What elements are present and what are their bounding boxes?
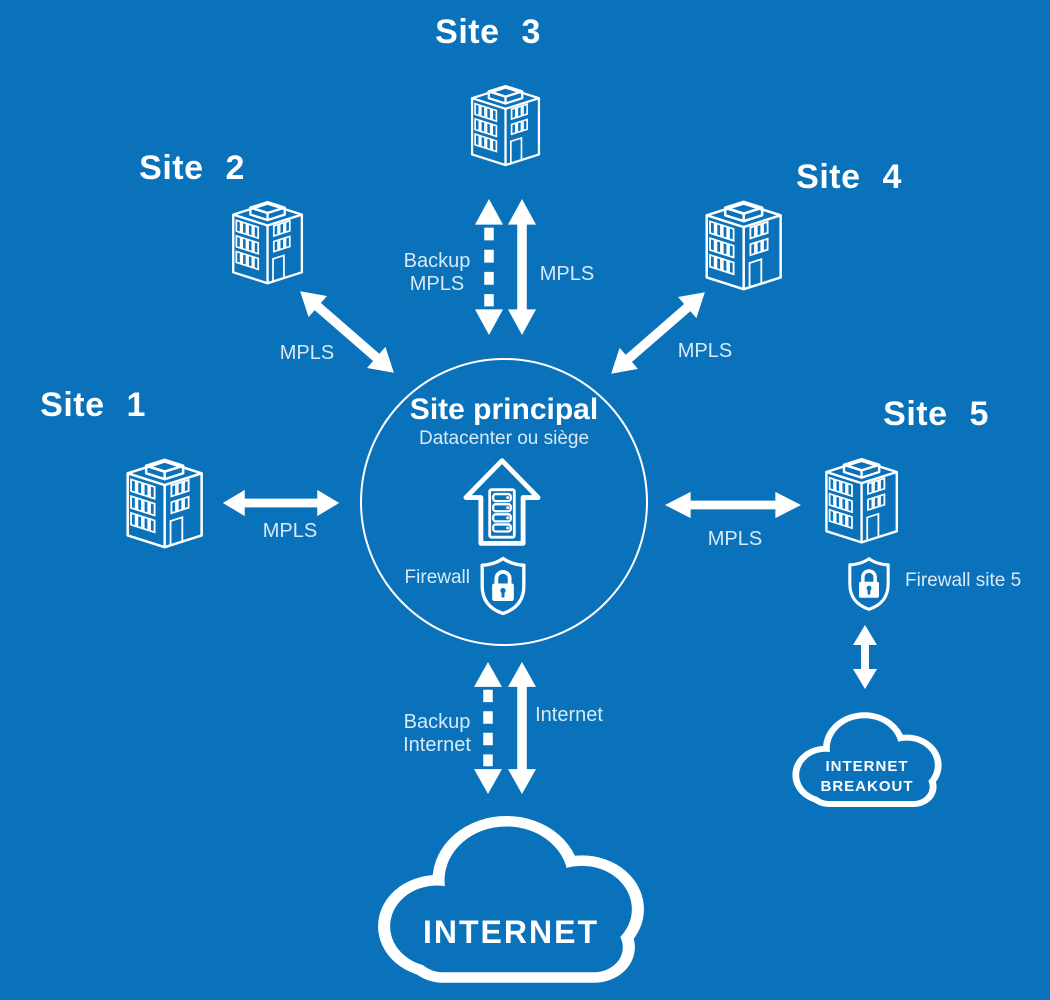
hub-subtitle: Datacenter ou siège bbox=[418, 428, 590, 449]
internet-arrow bbox=[507, 661, 537, 795]
backup-internet-label: Backup Internet bbox=[403, 711, 471, 756]
site2-title: Site 2 bbox=[139, 149, 245, 187]
hub-circle bbox=[360, 358, 648, 646]
internet-cloud-icon bbox=[378, 815, 644, 983]
site4-mpls-label: MPLS bbox=[677, 340, 733, 362]
site3-backup-mpls-arrow bbox=[474, 198, 504, 336]
site1-mpls-label: MPLS bbox=[262, 520, 318, 542]
site3-title: Site 3 bbox=[435, 13, 541, 51]
site4-mpls-arrow bbox=[601, 280, 716, 385]
site1-mpls-arrow bbox=[222, 489, 340, 517]
internet-link-label: Internet bbox=[535, 704, 603, 726]
site5-mpls-label: MPLS bbox=[707, 528, 763, 550]
site3-building-icon bbox=[466, 73, 542, 169]
breakout-cloud-label: INTERNET BREAKOUT bbox=[820, 758, 914, 795]
site3-backup-mpls-label: Backup MPLS bbox=[403, 250, 471, 295]
site5-firewall-label: Firewall site 5 bbox=[905, 570, 1022, 591]
site5-title: Site 5 bbox=[883, 395, 989, 433]
site2-building-icon bbox=[227, 191, 305, 285]
site5-mpls-arrow bbox=[664, 491, 802, 519]
hub-title: Site principal bbox=[409, 393, 599, 426]
internet-cloud-label: INTERNET bbox=[423, 914, 599, 950]
site3-mpls-label: MPLS bbox=[539, 263, 595, 285]
site4-title: Site 4 bbox=[796, 158, 902, 196]
site2-mpls-label: MPLS bbox=[279, 342, 335, 364]
site5-building-icon bbox=[820, 448, 900, 544]
site4-building-icon bbox=[700, 190, 784, 291]
site2-mpls-arrow bbox=[290, 279, 405, 384]
site5-breakout-arrow bbox=[852, 624, 878, 690]
site5-firewall-shield-icon bbox=[846, 556, 892, 612]
site3-mpls-arrow bbox=[507, 198, 537, 336]
site1-building-icon bbox=[121, 448, 205, 549]
datacenter-house-icon bbox=[458, 456, 546, 548]
hub-firewall-label: Firewall bbox=[404, 567, 470, 588]
backup-internet-arrow bbox=[473, 661, 503, 795]
site1-title: Site 1 bbox=[40, 386, 146, 424]
firewall-shield-icon bbox=[478, 556, 528, 616]
